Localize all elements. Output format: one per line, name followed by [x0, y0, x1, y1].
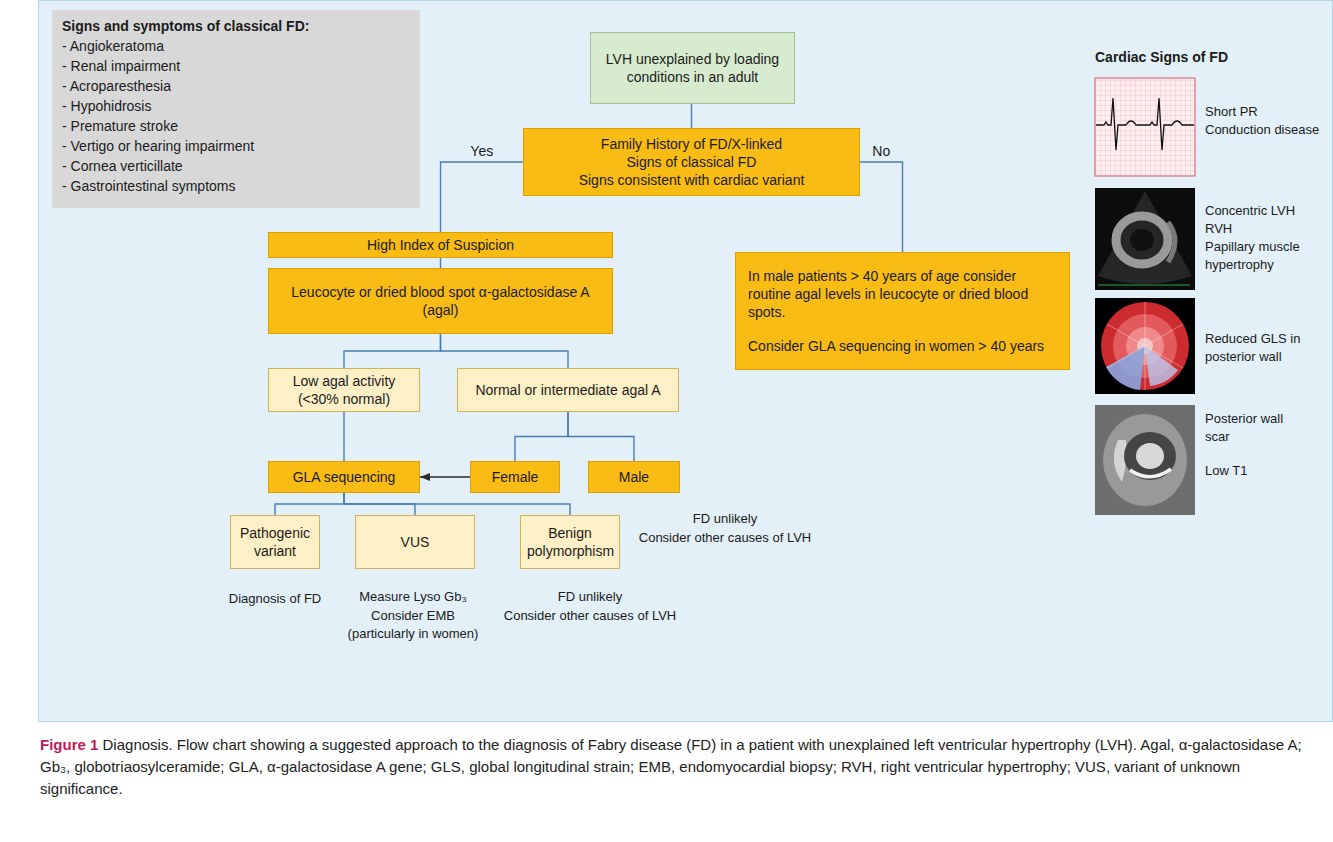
note-label: Concentric LVH	[1205, 202, 1327, 220]
decision-box: Family History of FD/X-linkedSigns of cl…	[523, 128, 860, 196]
box-text: Female	[477, 468, 553, 486]
box-heading: Signs and symptoms of classical FD:	[62, 16, 410, 36]
note-label: Short PR	[1205, 103, 1327, 121]
note-label: Papillary muscle hypertrophy	[1205, 238, 1327, 274]
echo-lv-cavity	[1130, 229, 1154, 251]
flow-line	[275, 493, 344, 515]
echo-sector	[1098, 191, 1192, 284]
box-text: Family History of FD/X-linked	[530, 135, 853, 153]
flow-line	[343, 412, 344, 461]
flow-line	[441, 162, 524, 232]
sex-box: Male	[588, 461, 680, 493]
reduced-strain-patch	[1106, 346, 1145, 390]
mri-image	[1095, 405, 1195, 515]
box-text: Signs of classical FD	[530, 153, 853, 171]
box-text: High Index of Suspicion	[275, 236, 606, 254]
flow-line	[344, 334, 441, 368]
echo-lv-wall	[1116, 216, 1168, 264]
box-text: Signs consistent with cardiac variant	[530, 171, 853, 189]
flow-line	[691, 104, 692, 128]
result-box: Normal or intermediate agal A	[457, 368, 679, 412]
flow-line	[515, 412, 568, 461]
box-text: Male	[595, 468, 673, 486]
mri-ground	[1095, 405, 1195, 515]
note-label: Consider other causes of LVH	[490, 607, 690, 625]
box-text: Benign polymorphism	[527, 524, 613, 560]
box-text: - Gastrointestinal symptoms	[62, 176, 410, 196]
branch-label: Yes	[468, 143, 495, 159]
note-box: In male patients > 40 years of age consi…	[735, 252, 1070, 370]
bullseye-ring	[1101, 302, 1189, 390]
note-label: Conduction disease	[1205, 121, 1327, 139]
box-text: - Cornea verticillate	[62, 156, 410, 176]
flow-line	[344, 493, 570, 515]
flow-arrow	[420, 476, 470, 477]
result-box: Low agal activity (<30% normal)	[268, 368, 420, 412]
box-text: Low agal activity (<30% normal)	[275, 372, 413, 408]
flow-line	[860, 162, 903, 252]
branch-label: No	[870, 143, 892, 159]
note-label: RVH	[1205, 220, 1327, 238]
mri-lv-cavity	[1136, 443, 1164, 469]
echo-rv-wall	[1168, 222, 1175, 262]
box-text: - Angiokeratoma	[62, 36, 410, 56]
box-text: In male patients > 40 years of age consi…	[748, 267, 1057, 321]
note-label: Reduced GLS in posterior wall	[1205, 330, 1327, 366]
ecg-grid	[1095, 78, 1195, 176]
note-label: FD unlikely	[625, 510, 825, 528]
box-text: LVH unexplained by loading conditions in…	[597, 50, 788, 86]
mri-lv-wall	[1124, 432, 1176, 480]
note-label: Diagnosis of FD	[215, 590, 335, 608]
ecg-trace	[1096, 98, 1194, 150]
segment-lines	[1107, 302, 1183, 390]
process-box: High Index of Suspicion	[268, 232, 613, 258]
caption-text: Diagnosis. Flow chart showing a suggeste…	[40, 736, 1302, 797]
mri-scar	[1130, 469, 1171, 477]
note-label: Consider other causes of LVH	[625, 529, 825, 547]
box-text: VUS	[362, 533, 468, 551]
echo-ground	[1095, 188, 1195, 290]
flow-line	[440, 258, 441, 268]
box-text: - Acroparesthesia	[62, 76, 410, 96]
box-text: Pathogenic variant	[237, 524, 313, 560]
sex-box: Female	[470, 461, 560, 493]
box-text: - Hypohidrosis	[62, 96, 410, 116]
figure-caption: Figure 1 Diagnosis. Flow chart showing a…	[40, 734, 1310, 800]
panel-heading: Cardiac Signs of FD	[1095, 48, 1315, 66]
reduced-strain-patch	[1145, 346, 1178, 386]
start-box: LVH unexplained by loading conditions in…	[590, 32, 795, 104]
box-text: - Renal impairment	[62, 56, 410, 76]
note-label: Posterior wall scar	[1205, 410, 1305, 446]
figure-number: Figure 1	[40, 736, 98, 753]
note-label: FD unlikely	[490, 588, 690, 606]
echo-ecg-line	[1098, 285, 1190, 286]
bullseye-ground	[1095, 298, 1195, 394]
flow-line	[568, 412, 634, 461]
box-text: - Premature stroke	[62, 116, 410, 136]
outcome-box: Pathogenic variant	[230, 515, 320, 569]
symptom-list-box: Signs and symptoms of classical FD:- Ang…	[52, 10, 420, 208]
note-label: Measure Lyso Gb₃	[338, 588, 488, 606]
flow-line	[441, 334, 569, 368]
box-text: Leucocyte or dried blood spot α-galactos…	[275, 283, 606, 319]
bullseye-image	[1095, 298, 1195, 394]
box-text: Normal or intermediate agal A	[464, 381, 672, 399]
box-text: GLA sequencing	[275, 468, 413, 486]
outcome-box: Benign polymorphism	[520, 515, 620, 569]
note-label: Consider EMB (particularly in women)	[338, 607, 488, 643]
outcome-box: VUS	[355, 515, 475, 569]
sequencing-box: GLA sequencing	[268, 461, 420, 493]
ecg-paper	[1095, 78, 1195, 176]
box-text: Consider GLA sequencing in women > 40 ye…	[748, 337, 1057, 355]
test-box: Leucocyte or dried blood spot α-galactos…	[268, 268, 613, 334]
box-text: - Vertigo or hearing impairment	[62, 136, 410, 156]
echo-image	[1095, 188, 1195, 290]
ecg-image	[1095, 78, 1195, 176]
note-label: Low T1	[1205, 462, 1327, 480]
mri-chest	[1103, 414, 1187, 506]
